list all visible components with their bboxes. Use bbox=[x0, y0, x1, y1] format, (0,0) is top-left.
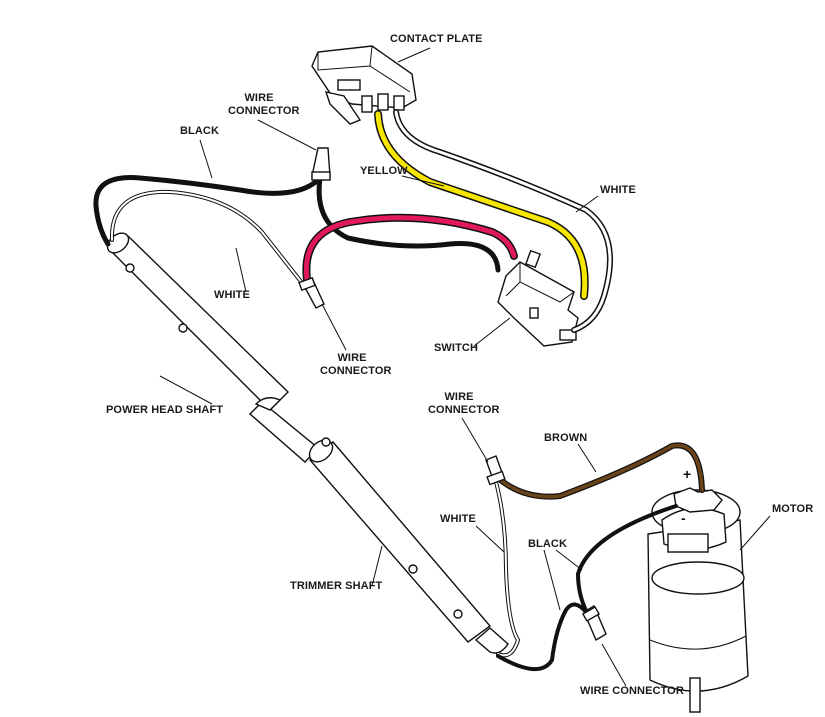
contact-plate bbox=[311, 45, 417, 125]
wire-connector-mid-line2: CONNECTOR bbox=[320, 365, 392, 377]
leader-lines bbox=[159, 47, 771, 687]
black-top-label: BLACK bbox=[180, 125, 219, 137]
black-wire-motor bbox=[575, 504, 678, 620]
white-right-label: WHITE bbox=[600, 184, 636, 196]
switch-label: SWITCH bbox=[434, 342, 478, 354]
yellow-label: YELLOW bbox=[360, 165, 408, 177]
motor-label: MOTOR bbox=[772, 503, 814, 515]
black-wire-switch bbox=[316, 175, 501, 273]
black-wire-lower bbox=[496, 602, 588, 672]
wire-connector-bottom bbox=[581, 604, 607, 642]
wire-connector-top-label: WIRE CONNECTOR bbox=[228, 92, 300, 118]
trimmer-shaft-label: TRIMMER SHAFT bbox=[290, 580, 383, 592]
wire-connector-low-line2: CONNECTOR bbox=[428, 404, 500, 416]
wire-connector-top-line1: WIRE bbox=[244, 92, 274, 104]
motor bbox=[647, 487, 749, 713]
contact-plate-label: CONTACT PLATE bbox=[390, 33, 483, 45]
white-bottom-label: WHITE bbox=[440, 513, 476, 525]
wire-connector-top-line2: CONNECTOR bbox=[228, 105, 300, 117]
wire-connector-low-line1: WIRE bbox=[444, 391, 474, 403]
motor-plus-label: + bbox=[683, 466, 691, 482]
trimmer-shaft bbox=[308, 437, 509, 654]
wire-connector-bottom-label: WIRE CONNECTOR bbox=[580, 685, 684, 697]
power-head-shaft-label: POWER HEAD SHAFT bbox=[106, 404, 224, 416]
wire-connector-mid-line1: WIRE bbox=[337, 352, 367, 364]
power-head-shaft bbox=[106, 232, 320, 463]
wire-connector-low-label: WIRE CONNECTOR bbox=[428, 391, 500, 417]
black-wire-upper bbox=[93, 175, 321, 247]
brown-wire bbox=[496, 443, 704, 499]
wire-connector-mid bbox=[298, 276, 325, 309]
white-wire-bottom bbox=[495, 481, 520, 657]
wire-connector-low bbox=[485, 455, 506, 486]
yellow-wire bbox=[375, 111, 588, 299]
black-bottom-label: BLACK bbox=[528, 538, 567, 550]
brown-label: BROWN bbox=[544, 432, 588, 444]
wire-connector-top bbox=[311, 147, 331, 181]
magenta-wire bbox=[303, 215, 517, 289]
white-left-label: WHITE bbox=[214, 289, 250, 301]
white-wire-left bbox=[110, 190, 307, 289]
white-wire-right bbox=[394, 110, 612, 332]
wire-connector-mid-label: WIRE CONNECTOR bbox=[320, 352, 392, 378]
motor-minus-label: - bbox=[681, 510, 686, 526]
switch-body bbox=[497, 249, 579, 347]
